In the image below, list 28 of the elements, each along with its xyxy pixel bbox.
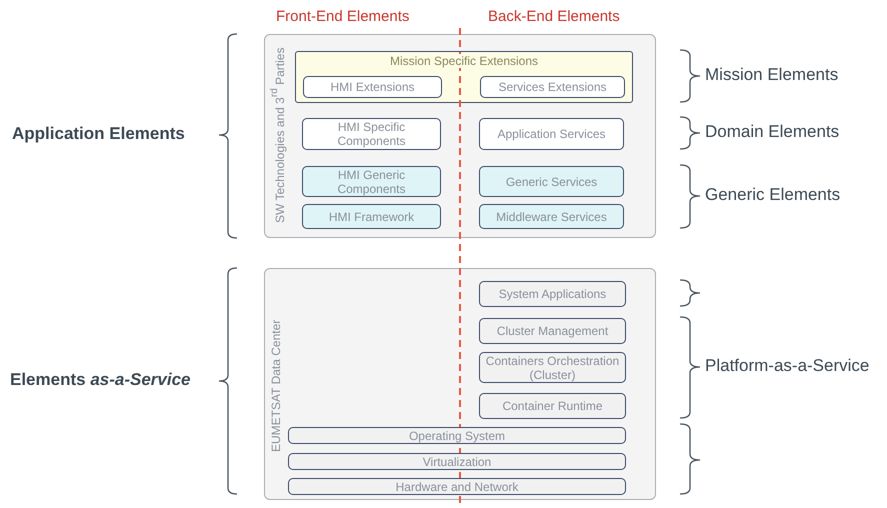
component-box: Application Services	[479, 118, 624, 150]
section-label: Elements as-a-Service	[10, 370, 190, 390]
bracket-label: Generic Elements	[705, 185, 840, 205]
layer-panel	[264, 268, 656, 500]
group-heading: Mission Specific Extensions	[390, 54, 538, 68]
layer-panel	[264, 34, 656, 238]
component-box: Cluster Management	[479, 318, 626, 344]
column-heading: Back-End Elements	[488, 8, 620, 25]
section-label: Application Elements	[12, 124, 185, 144]
component-box: HMI Framework	[302, 204, 441, 229]
component-box: System Applications	[479, 281, 626, 307]
bracket-label: Platform-as-a-Service	[705, 356, 870, 376]
component-box: Hardware and Network	[288, 478, 626, 495]
component-box: Containers Orchestration (Cluster)	[479, 352, 626, 383]
bracket-label: Mission Elements	[705, 65, 838, 85]
component-box: HMI Generic Components	[302, 166, 441, 197]
bracket-label: Domain Elements	[705, 122, 840, 142]
component-box: Operating System	[288, 427, 626, 444]
component-box: Virtualization	[288, 453, 626, 470]
component-box: Middleware Services	[479, 204, 624, 229]
component-box: HMI Specific Components	[302, 118, 441, 150]
component-box: HMI Extensions	[303, 76, 442, 98]
column-heading: Front-End Elements	[276, 8, 410, 25]
component-box: Container Runtime	[479, 393, 626, 419]
component-box: Services Extensions	[480, 76, 625, 98]
component-box: Generic Services	[479, 166, 624, 197]
panel-heading: EUMETSAT Data Center	[269, 319, 283, 453]
group-box	[295, 51, 633, 103]
